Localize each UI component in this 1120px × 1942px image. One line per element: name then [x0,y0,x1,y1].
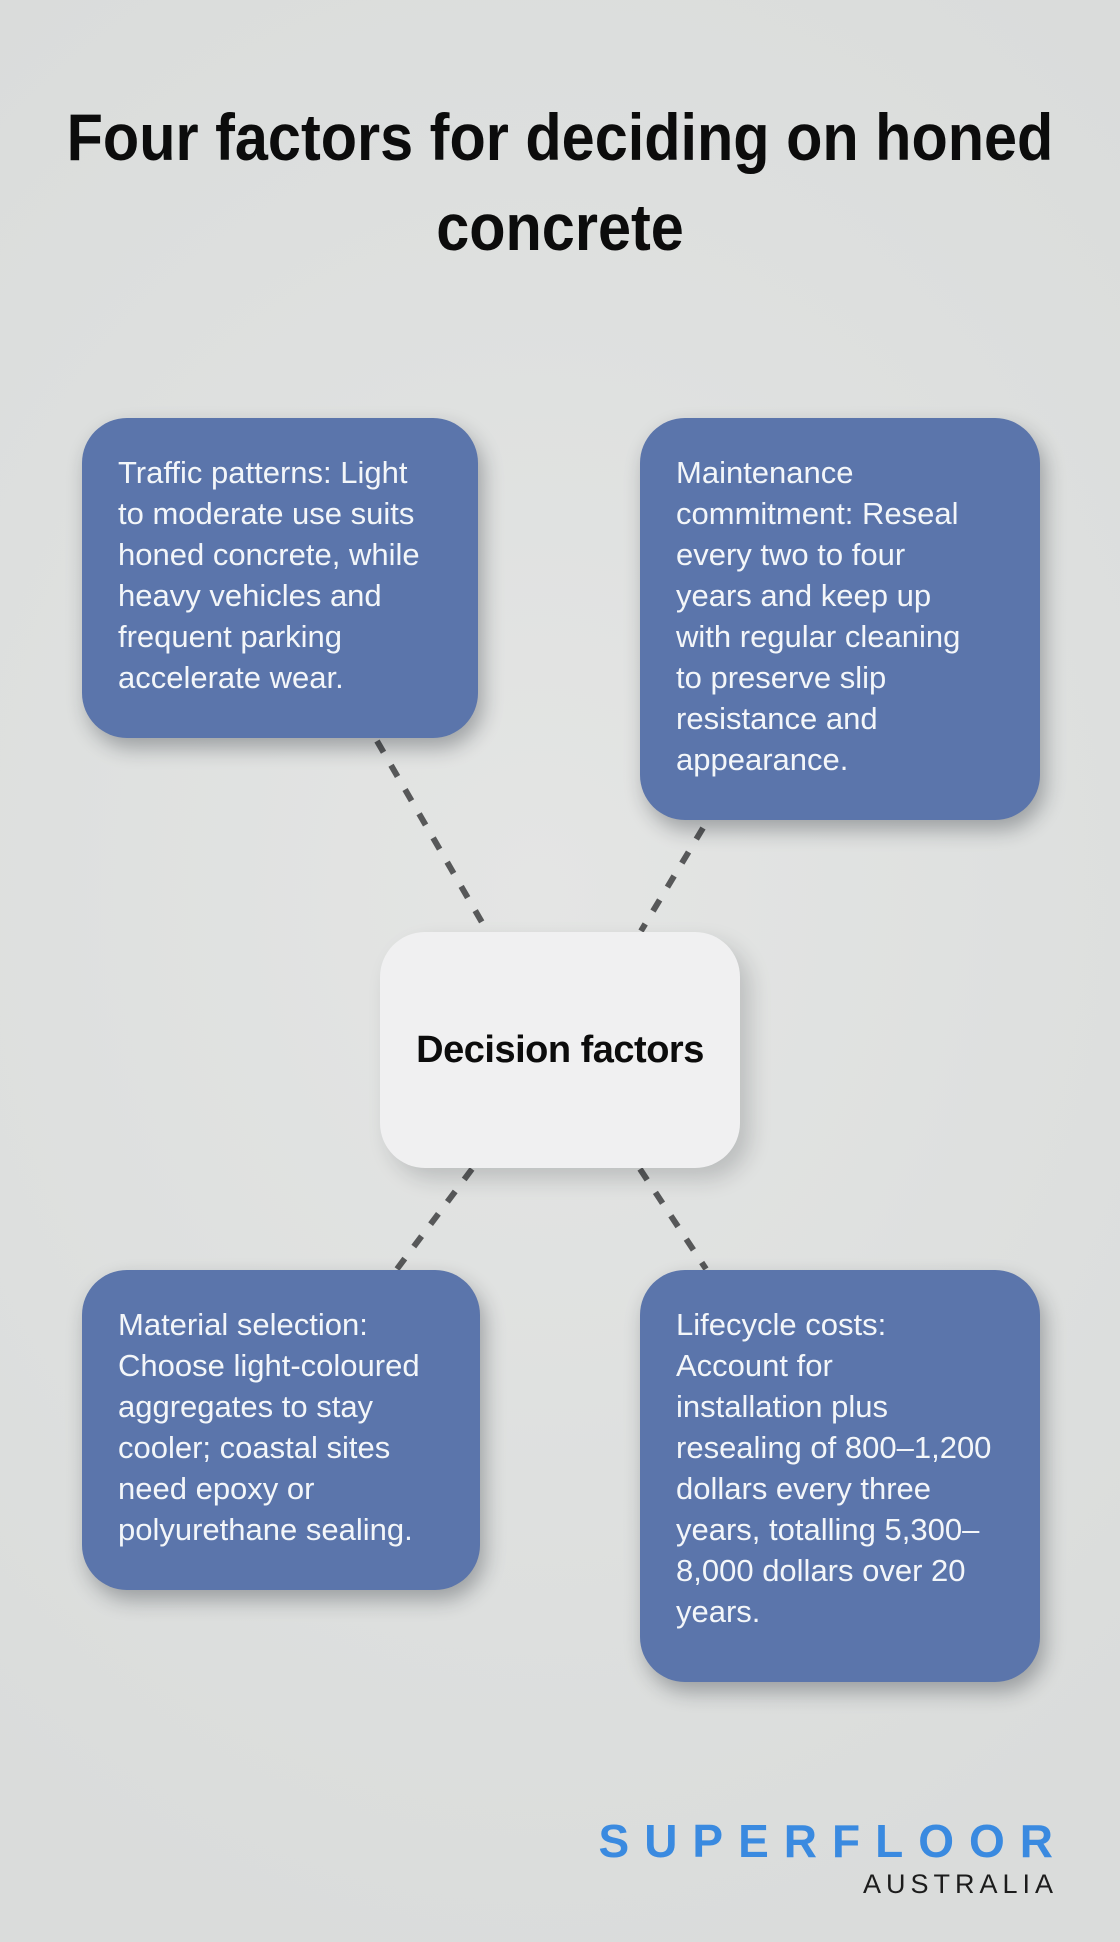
factor-box-maintenance-commitment: Maintenance commitment: Reseal every two… [640,418,1040,820]
page-title: Four factors for deciding on honed concr… [66,100,1054,264]
center-node-label: Decision factors [416,1028,704,1071]
connector-center-to-bottomright [637,1167,709,1271]
factor-box-material-selection: Material selection: Choose light-coloure… [82,1270,480,1590]
factor-text-lifecycle-costs: Lifecycle costs: Account for installatio… [676,1307,992,1629]
logo-region-text: AUSTRALIA [862,1869,1058,1899]
factor-text-material-selection: Material selection: Choose light-coloure… [118,1307,420,1547]
factor-box-lifecycle-costs: Lifecycle costs: Account for installatio… [640,1270,1040,1682]
factor-box-traffic-patterns: Traffic patterns: Light to moderate use … [82,418,478,738]
connector-topright-to-center [638,826,706,933]
factor-text-maintenance-commitment: Maintenance commitment: Reseal every two… [676,455,961,777]
connector-center-to-bottomleft [394,1167,475,1271]
factor-text-traffic-patterns: Traffic patterns: Light to moderate use … [118,455,420,695]
logo-brand-text: SUPERFLOOR [598,1815,1068,1867]
center-node-decision-factors: Decision factors [380,932,740,1168]
superfloor-logo: SUPERFLOOR AUSTRALIA [599,1818,1053,1898]
connector-topleft-to-center [374,739,490,933]
